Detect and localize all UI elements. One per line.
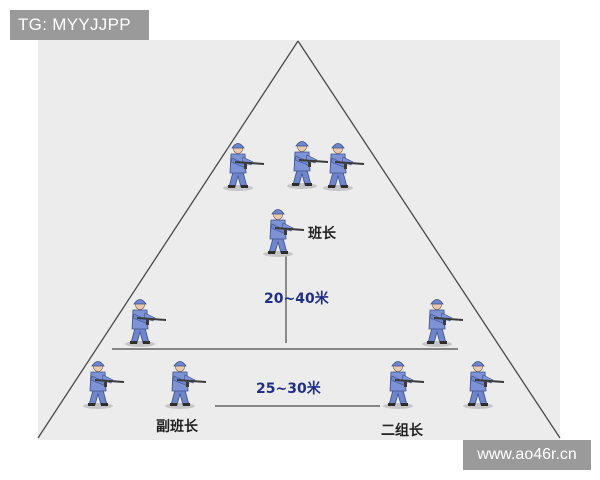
watermark-bottom: www.ao46r.cn	[463, 440, 591, 470]
soldier-icon	[421, 299, 464, 348]
squad-leader-label: 班长	[308, 226, 336, 242]
watermark-top: TG: MYYJJPP	[10, 10, 149, 40]
soldier-icon	[322, 143, 365, 192]
soldier-icon-squad-leader	[262, 209, 305, 258]
soldier-icon	[82, 361, 125, 410]
soldier-icon	[124, 299, 167, 348]
deputy-leader-label: 副班长	[156, 419, 198, 435]
soldier-icon	[286, 141, 329, 190]
soldier-icon-group-two-leader	[382, 361, 425, 410]
group-two-leader-label: 二组长	[381, 423, 423, 439]
soldier-icon	[462, 361, 505, 410]
soldier-icon-deputy-leader	[164, 361, 207, 410]
triangle-right-side	[297, 40, 561, 439]
triangle-left-side	[37, 40, 299, 439]
vertical-distance-label: 20~40米	[264, 291, 329, 307]
soldier-icon	[222, 143, 265, 192]
horizontal-distance-label: 25~30米	[256, 381, 321, 397]
